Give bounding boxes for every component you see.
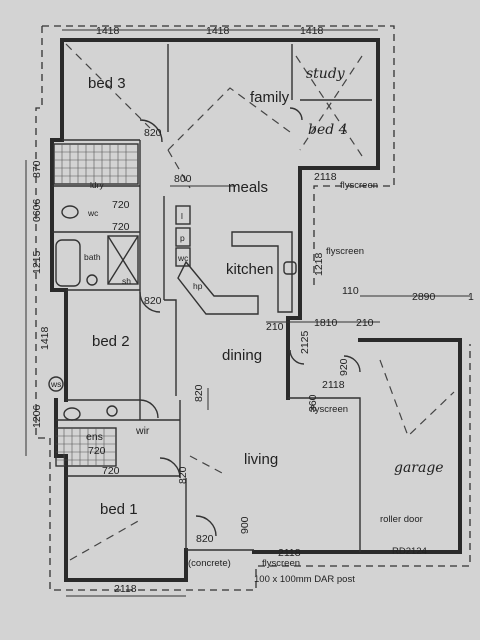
dim-label-920: 920 — [338, 358, 350, 376]
dim-label-1810: 1810 — [314, 317, 338, 329]
room-label-bed3: bed 3 — [88, 75, 126, 92]
dim-label-210b: 210 — [356, 317, 374, 329]
dim-label-210: 210 — [266, 321, 284, 333]
dim-label-820a: 820 — [144, 127, 162, 139]
room-label-meals: meals — [228, 179, 268, 196]
exterior-walls — [50, 38, 462, 582]
dim-label-720a: 720 — [112, 199, 130, 211]
dim-label-360: 360 — [307, 394, 319, 412]
dim-label-820c: 820 — [193, 384, 205, 402]
dim-label-2125: 2125 — [299, 330, 311, 354]
dim-label-0606: 0606 — [31, 198, 43, 222]
room-label-kitchen: kitchen — [226, 261, 274, 278]
room-label-family: family — [250, 89, 290, 106]
room-label-bed1: bed 1 — [100, 501, 138, 518]
room-label-hp: hp — [193, 281, 203, 291]
dim-label-1: 1 — [468, 291, 474, 303]
room-label-wc: wc — [87, 208, 99, 218]
room-label-p: p — [180, 233, 185, 243]
interior-walls — [52, 44, 372, 552]
dim-label-820e: 820 — [196, 533, 214, 545]
room-label-dining: dining — [222, 347, 262, 364]
dim-label-2118c: 2118 — [278, 547, 301, 559]
room-label-wir: wir — [135, 425, 150, 437]
roof-hip-lines — [65, 43, 455, 561]
dim-label-800: 800 — [174, 173, 192, 185]
eaves-outline — [35, 25, 471, 591]
dim-label-720e: 720 — [102, 465, 120, 477]
door-swings — [139, 107, 361, 537]
dim-label-110: 110 — [342, 285, 359, 297]
room-label-sh: sh — [122, 276, 131, 286]
note-flyscreen-bottom: flyscreen — [262, 558, 300, 569]
dim-label-top2: 1418 — [206, 25, 230, 37]
note-flyscreen-mid: flyscreen — [310, 404, 348, 415]
dim-label-870: 870 — [31, 160, 43, 178]
room-label-bed4: bed 4 — [308, 122, 348, 138]
dim-label-900: 900 — [239, 516, 251, 534]
note-roller-door: roller door — [380, 514, 423, 525]
dim-label-1418: 1418 — [39, 326, 51, 350]
note-flyscreen-right: flyscreen — [326, 246, 364, 257]
room-label-bed2: bed 2 — [92, 333, 130, 350]
dim-label-top1: 1418 — [96, 25, 120, 37]
note-post: 100 x 100mm DAR post — [254, 574, 355, 585]
dim-label-820b: 820 — [144, 295, 162, 307]
dim-label-720b: 720 — [112, 221, 130, 233]
dim-label-2118a: 2118 — [314, 171, 337, 183]
note-flyscreen-top: flyscreen — [340, 180, 378, 191]
room-label-study: study — [306, 66, 346, 82]
dimension-lines — [25, 29, 470, 597]
kitchen-benches — [175, 205, 297, 315]
room-label-ens: ens — [86, 431, 103, 443]
room-label-ldry: ldry — [90, 180, 104, 190]
dim-label-top3: 1418 — [300, 25, 324, 37]
room-label-living: living — [244, 451, 278, 468]
wet-area-tiles — [48, 143, 139, 467]
dim-label-820d: 820 — [177, 466, 189, 484]
room-label-l: l — [181, 211, 183, 221]
dim-label-1215: 1215 — [31, 250, 43, 274]
dim-label-1218: 1218 — [313, 252, 325, 276]
note-rd: RD2124 — [392, 546, 427, 557]
dim-label-720c: 720 — [88, 445, 106, 457]
room-label-ws: ws — [50, 379, 61, 389]
dim-label-2118d: 2118 — [114, 583, 137, 595]
room-label-garage: garage — [394, 460, 444, 476]
room-label-wc-kitchen: wc — [177, 253, 189, 263]
dim-label-2118b: 2118 — [322, 379, 345, 391]
room-label-bath: bath — [84, 252, 101, 262]
note-concrete: (concrete) — [188, 558, 231, 569]
dim-label-1206: 1206 — [31, 404, 43, 428]
dim-label-2890: 2890 — [412, 291, 436, 303]
